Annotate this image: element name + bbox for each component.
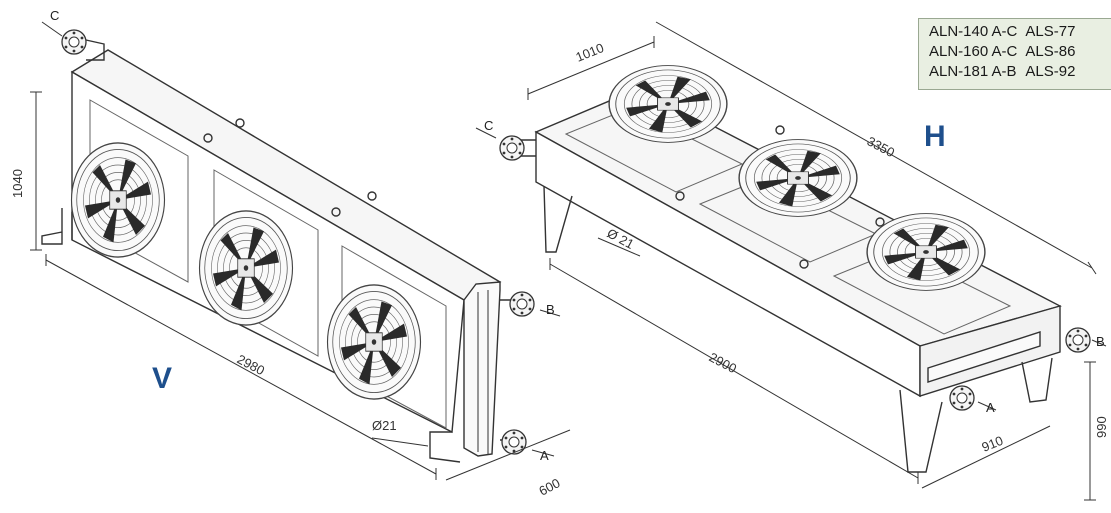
v-dimension-lines [30, 21, 571, 481]
h-length-top-label: 3350 [865, 133, 898, 160]
v-height-label: 1040 [10, 169, 25, 198]
h-dimension-lines [475, 21, 1107, 501]
model-aln: ALN-140 A-C [929, 23, 1018, 40]
table-row: ALN-160 A-C ALS-86 [929, 42, 1083, 62]
h-port-a-label: A [986, 400, 995, 415]
h-port-b-label: B [1096, 334, 1105, 349]
model-aln: ALN-181 A-B [929, 63, 1017, 80]
table-row: ALN-181 A-B ALS-92 [929, 62, 1083, 82]
table-row: ALN-140 A-C ALS-77 [929, 22, 1083, 42]
v-fan-3 [326, 284, 422, 400]
vertical-unit-label: V [152, 362, 172, 395]
h-fan-2 [738, 138, 858, 218]
v-fan-1 [70, 142, 166, 258]
h-flange-c [499, 135, 525, 161]
h-depth-label: 910 [980, 433, 1006, 455]
h-length-bottom-label: 2900 [707, 349, 740, 376]
model-table: ALN-140 A-C ALS-77 ALN-160 A-C ALS-86 AL… [918, 18, 1111, 90]
model-aln: ALN-160 A-C [929, 43, 1018, 60]
v-port-b-label: B [546, 302, 555, 317]
h-flange-a [949, 385, 975, 411]
h-flange-b [1065, 327, 1091, 353]
model-als: ALS-77 [1025, 23, 1076, 40]
horizontal-unit-label: H [924, 120, 946, 153]
h-width-label: 1010 [574, 40, 606, 65]
h-fan-1 [608, 64, 728, 144]
v-length-label: 2980 [235, 351, 268, 378]
model-table-grid: ALN-140 A-C ALS-77 ALN-160 A-C ALS-86 AL… [929, 22, 1083, 82]
h-height-label: 990 [1094, 416, 1109, 438]
v-port-c-label: C [50, 8, 59, 23]
v-diameter-label: Ø21 [372, 418, 397, 433]
v-port-a-label: A [540, 448, 549, 463]
model-als: ALS-92 [1025, 63, 1076, 80]
v-flange-b [509, 291, 535, 317]
model-als: ALS-86 [1025, 43, 1076, 60]
h-port-c-label: C [484, 118, 493, 133]
v-flange-a [501, 429, 527, 455]
v-fan-2 [198, 210, 294, 326]
h-fan-3 [866, 212, 986, 292]
v-depth-label: 600 [536, 475, 562, 498]
v-flange-c [61, 29, 87, 55]
